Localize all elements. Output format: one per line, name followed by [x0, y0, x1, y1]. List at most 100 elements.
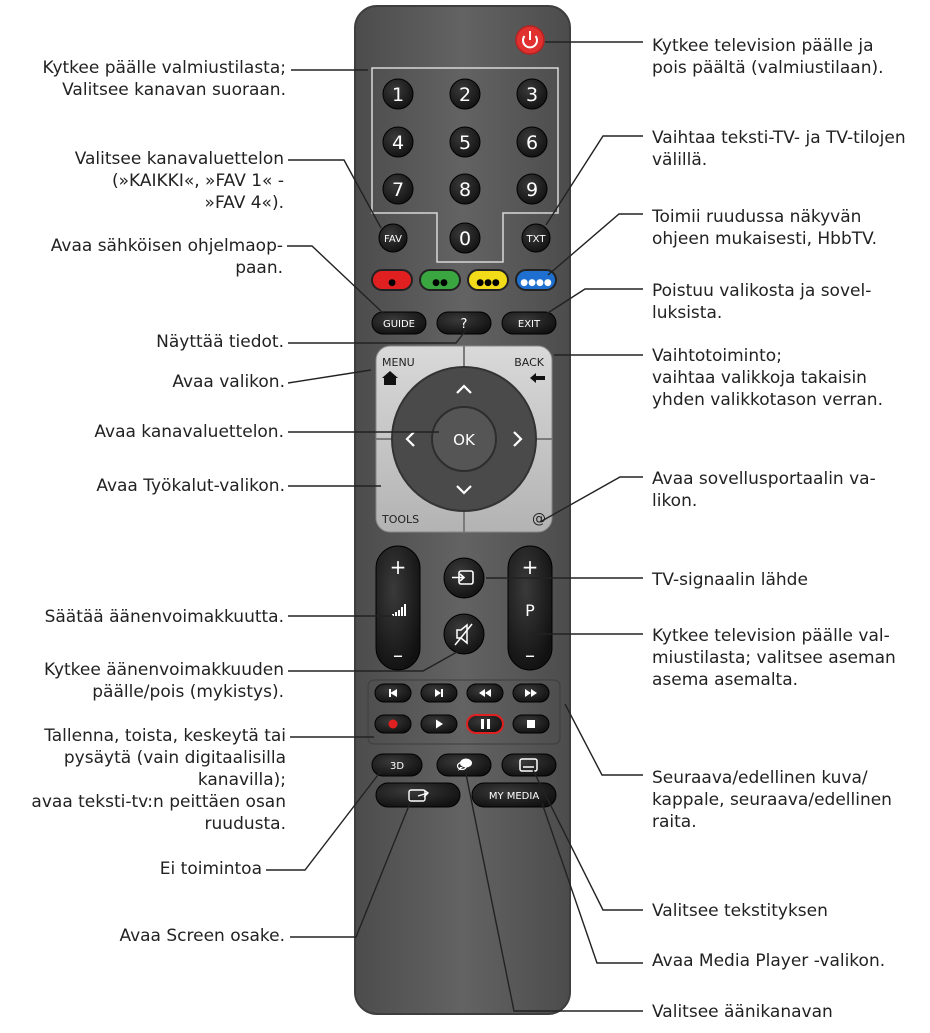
txt-label: TXT: [526, 234, 547, 245]
stop-button[interactable]: [512, 714, 550, 734]
tools-label[interactable]: TOOLS: [381, 513, 419, 526]
up-arrow-icon[interactable]: [456, 384, 472, 394]
number-button-8[interactable]: 8: [449, 173, 481, 205]
exit-button[interactable]: EXIT: [501, 311, 557, 335]
label-fav-list: Valitsee kanavaluettelon (»KAIKKI«, »FAV…: [74, 149, 284, 213]
number-button-3[interactable]: 3: [516, 78, 548, 110]
yellow-dots: ●●●: [476, 278, 500, 288]
green-button[interactable]: ●●: [419, 269, 461, 291]
number-button-0[interactable]: 0: [449, 222, 481, 254]
label-mute: Kytkee äänenvoimakkuuden päälle/pois (my…: [44, 660, 284, 702]
p-plus[interactable]: +: [522, 555, 539, 579]
leader-txt: [545, 135, 643, 226]
dpad-area: [375, 345, 553, 533]
blue-button[interactable]: ●●●●: [515, 269, 557, 291]
label-portal: Avaa sovellusportaalin va- likon.: [652, 469, 876, 511]
label-exit: Poistuu valikosta ja sovel- luksista.: [652, 281, 872, 323]
pause-button[interactable]: [466, 714, 504, 734]
volume-rocker[interactable]: + –: [375, 545, 421, 671]
next-track-button[interactable]: [420, 683, 458, 703]
info-button[interactable]: ?: [436, 311, 492, 335]
leader-playback: [564, 703, 643, 776]
vol-plus[interactable]: +: [390, 555, 407, 579]
source-button[interactable]: [443, 557, 485, 599]
txt-button[interactable]: TXT: [521, 223, 551, 253]
label-media-player: Avaa Media Player -valikon.: [652, 951, 886, 971]
leader-media-player: [541, 802, 643, 964]
subtitle-button[interactable]: [501, 753, 557, 777]
3d-button[interactable]: 3D: [371, 753, 423, 777]
fav-label: FAV: [384, 234, 402, 245]
number-button-2[interactable]: 2: [449, 78, 481, 110]
label-colors: Toimii ruudussa näkyvän ohjeen mukaisest…: [652, 207, 877, 249]
leader-exit: [539, 288, 643, 319]
record-icon: [388, 719, 398, 729]
leader-colors: [547, 213, 643, 276]
p-minus[interactable]: –: [525, 643, 535, 667]
label-menu: Avaa valikon.: [172, 372, 285, 392]
green-dots: ●●: [432, 278, 448, 288]
leader-menu: [287, 369, 372, 384]
number-label: 1: [392, 84, 404, 106]
label-power: Kytkee television päälle ja pois päältä …: [652, 36, 884, 78]
number-button-5[interactable]: 5: [449, 126, 481, 158]
mute-button[interactable]: [443, 613, 485, 655]
subtitle-icon: [519, 758, 538, 772]
leader-mute: [288, 651, 458, 672]
fav-button[interactable]: FAV: [378, 223, 408, 253]
leader-no-function: [266, 770, 382, 871]
program-rocker[interactable]: + P –: [507, 545, 553, 671]
rewind-button[interactable]: [466, 683, 504, 703]
number-label: 2: [459, 84, 471, 106]
number-button-7[interactable]: 7: [382, 173, 414, 205]
play-button[interactable]: [420, 714, 458, 734]
menu-label[interactable]: MENU: [382, 356, 415, 369]
leader-fav-list: [288, 159, 382, 229]
skip-back-icon: [389, 689, 397, 697]
down-arrow-icon[interactable]: [456, 485, 472, 495]
number-button-6[interactable]: 6: [516, 126, 548, 158]
guide-button[interactable]: GUIDE: [371, 311, 427, 335]
source-input-icon: [452, 570, 474, 585]
back-label[interactable]: BACK: [514, 356, 545, 369]
number-button-9[interactable]: 9: [516, 173, 548, 205]
label-program: Kytkee television päälle val- miustilast…: [652, 626, 896, 690]
info-label: ?: [461, 317, 468, 332]
fast-forward-button[interactable]: [512, 683, 550, 703]
number-label: 9: [526, 179, 538, 201]
leader-screen-share: [290, 802, 411, 938]
power-button[interactable]: [515, 25, 545, 55]
red-button[interactable]: ●: [371, 269, 413, 291]
my-media-button[interactable]: MY MEDIA: [471, 782, 557, 808]
ok-button[interactable]: OK: [453, 431, 476, 449]
label-no-function: Ei toimintoa: [159, 859, 262, 879]
number-button-1[interactable]: 1: [382, 78, 414, 110]
blue-dots: ●●●●: [520, 278, 552, 288]
record-button[interactable]: [374, 714, 412, 734]
label-epg: Avaa sähköisen ohjelmaop- paan.: [50, 236, 283, 278]
label-screen-share: Avaa Screen osake.: [119, 926, 285, 946]
leader-audio: [465, 773, 643, 1012]
at-label[interactable]: @: [532, 511, 546, 527]
number-button-4[interactable]: 4: [382, 126, 414, 158]
screen-share-button[interactable]: [375, 782, 461, 808]
my-media-label: MY MEDIA: [489, 791, 540, 802]
audio-button[interactable]: [436, 753, 492, 777]
rewind-icon: [479, 689, 491, 697]
prev-track-button[interactable]: [374, 683, 412, 703]
leader-portal: [539, 476, 643, 523]
exit-label: EXIT: [518, 319, 541, 330]
right-arrow-icon[interactable]: [513, 431, 523, 447]
left-arrow-icon[interactable]: [405, 431, 415, 447]
yellow-button[interactable]: ●●●: [467, 269, 509, 291]
leader-epg: [287, 245, 384, 314]
vol-minus[interactable]: –: [393, 643, 403, 667]
p-label: P: [525, 601, 535, 620]
number-label: 5: [459, 132, 471, 154]
number-label: 0: [459, 228, 471, 250]
leader-info: [288, 329, 467, 344]
label-record: Tallenna, toista, keskeytä tai pysäytä (…: [31, 726, 286, 834]
volume-bars-icon: [392, 604, 406, 616]
home-icon: [382, 371, 398, 385]
